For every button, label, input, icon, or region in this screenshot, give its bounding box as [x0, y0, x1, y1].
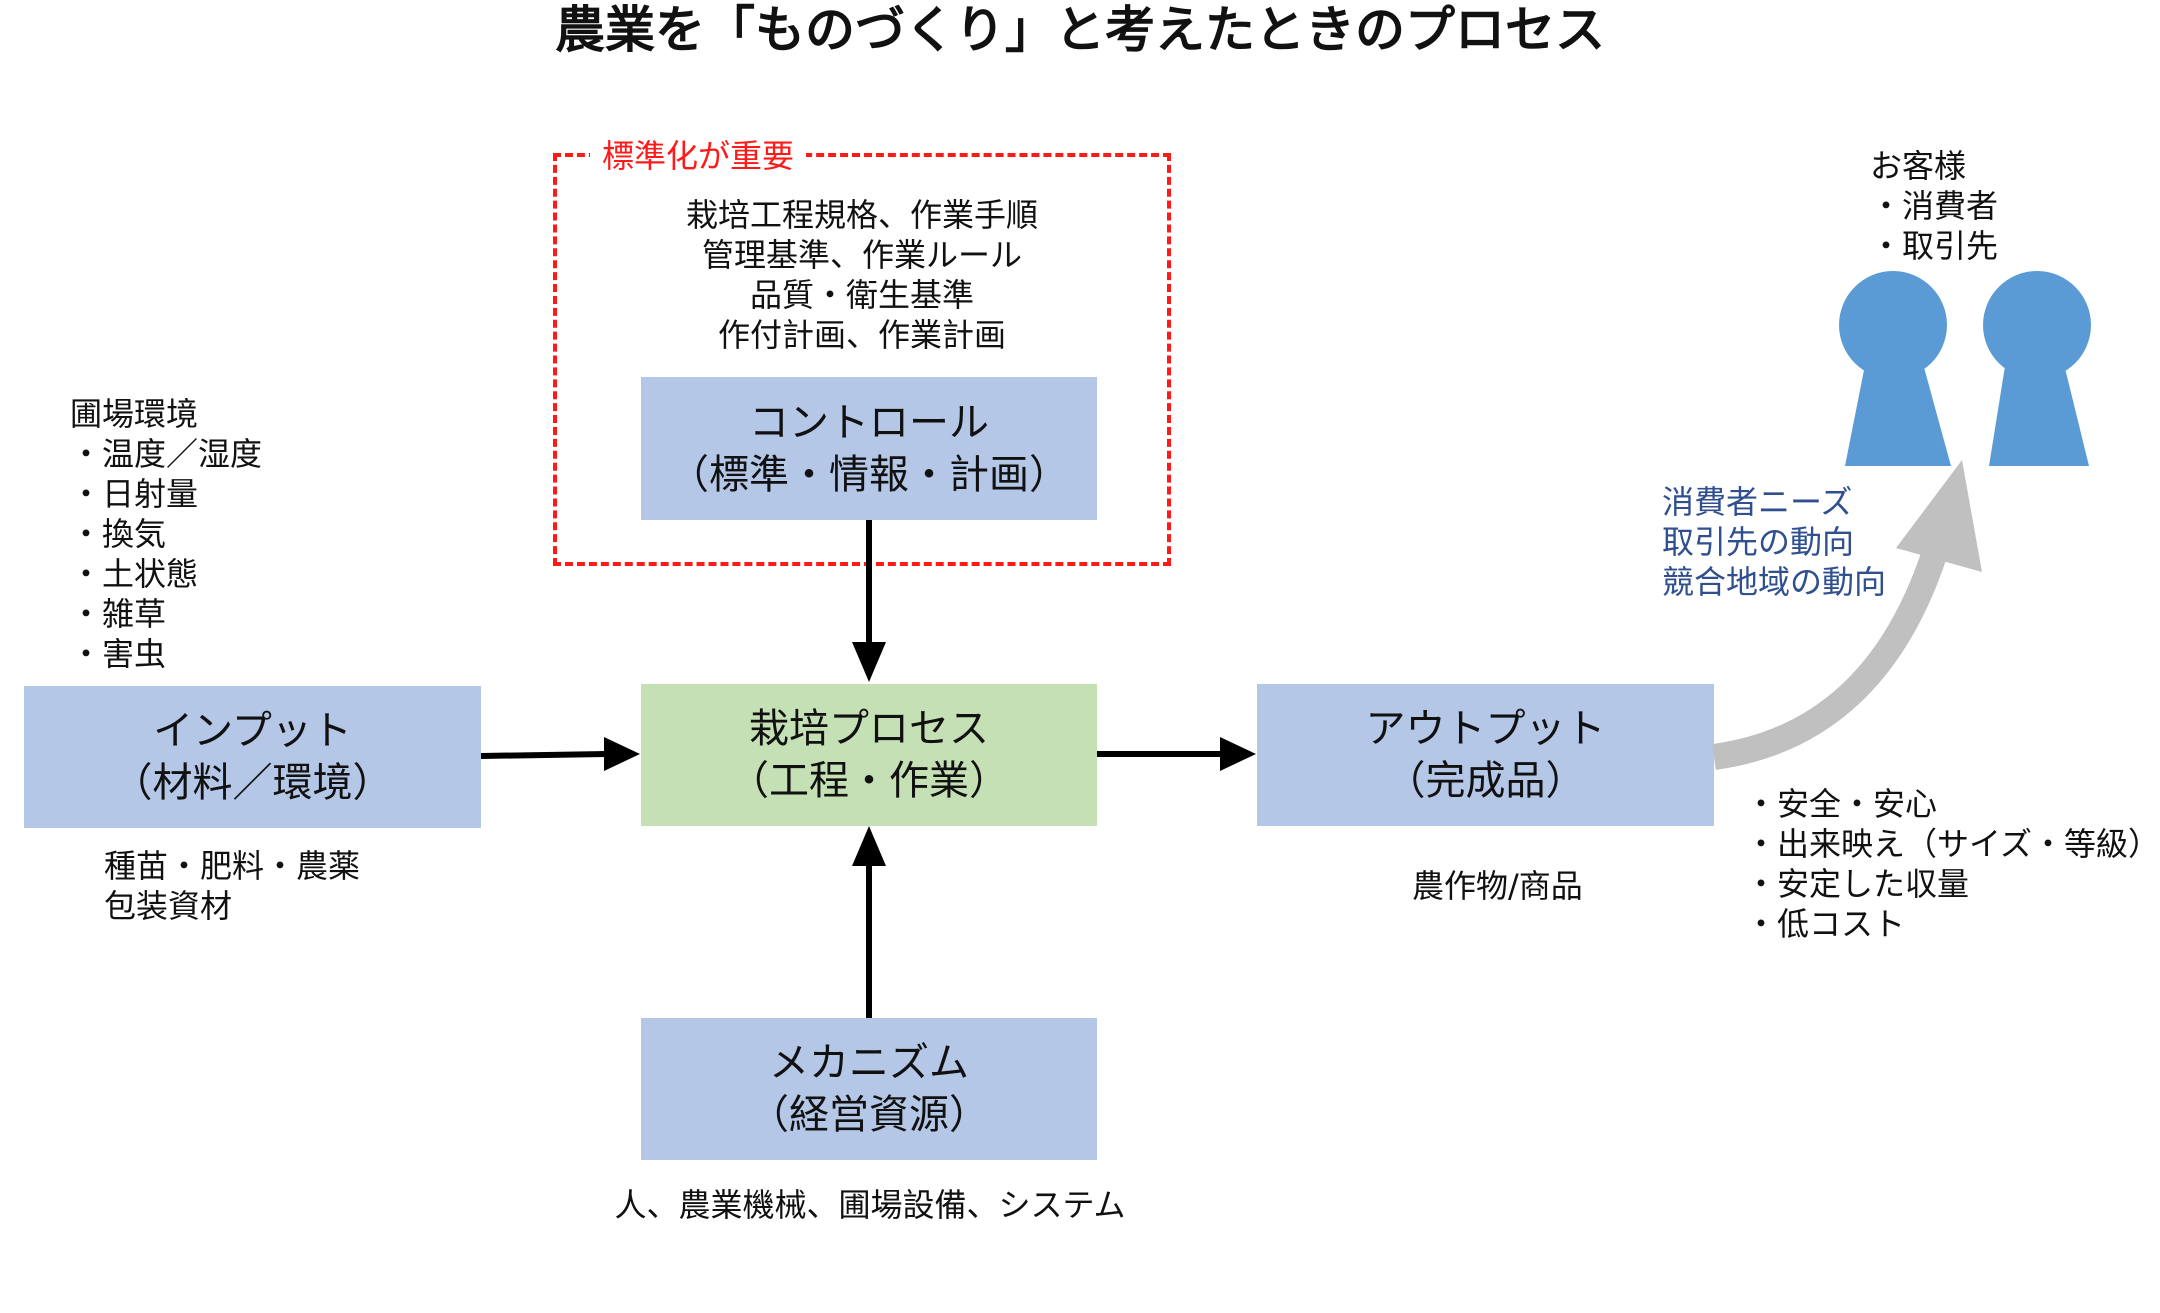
market-info: 消費者ニーズ 取引先の動向 競合地域の動向: [1662, 482, 1886, 602]
control-item: 管理基準、作業ルール: [701, 236, 1022, 274]
output-box: アウトプット （完成品）: [1257, 684, 1714, 826]
customer-person-icon: [1983, 271, 2091, 466]
field-environment-item: ・日射量: [70, 475, 199, 513]
field-environment-item: ・害虫: [70, 635, 167, 673]
control-item: 品質・衛生基準: [749, 276, 974, 314]
customer-person-icon: [1839, 271, 1951, 466]
output-box-title: アウトプット: [1365, 706, 1606, 752]
input-note: 種苗・肥料・農薬: [104, 847, 361, 885]
output-feature: ・安定した収量: [1745, 865, 1970, 903]
field-environment-item: ・雑草: [70, 595, 167, 633]
field-environment-item: ・換気: [70, 515, 167, 553]
page-title: 農業を「ものづくり」と考えたときのプロセス: [555, 1, 1605, 59]
customer-list: お客様 ・消費者 ・取引先: [1870, 146, 1998, 266]
mechanism-note: 人、農業機械、圃場設備、システム: [614, 1186, 1126, 1224]
market-info-item: 消費者ニーズ: [1662, 483, 1853, 521]
market-info-item: 競合地域の動向: [1662, 563, 1887, 601]
field-environment-list: 圃場環境 ・温度／湿度 ・日射量 ・換気 ・土状態 ・雑草 ・害虫: [70, 394, 262, 674]
output-features: ・安全・安心 ・出来映え（サイズ・等級） ・安定した収量 ・低コスト: [1745, 784, 2160, 944]
arrow-control-to-process: [852, 520, 886, 682]
arrow-input-to-process: [480, 737, 640, 771]
input-box: インプット （材料／環境）: [24, 686, 481, 828]
process-box-title: 栽培プロセス: [749, 706, 989, 752]
control-box: コントロール （標準・情報・計画）: [641, 377, 1097, 520]
customer-heading: お客様: [1870, 147, 1967, 185]
input-notes: 種苗・肥料・農薬 包装資材: [104, 846, 360, 926]
control-box-subtitle: （標準・情報・計画）: [669, 451, 1069, 498]
control-items: 栽培工程規格、作業手順 管理基準、作業ルール 品質・衛生基準 作付計画、作業計画: [553, 195, 1171, 355]
output-box-subtitle: （完成品）: [1385, 758, 1586, 804]
output-note: 農作物/商品: [1412, 867, 1583, 905]
input-box-title: インプット: [153, 708, 352, 754]
customer-item: ・消費者: [1870, 187, 1999, 225]
process-box-subtitle: （工程・作業）: [729, 758, 1009, 804]
standardization-frame: [553, 153, 1171, 566]
control-item: 作付計画、作業計画: [717, 316, 1006, 354]
control-box-title: コントロール: [749, 399, 989, 446]
cultivation-process-box: 栽培プロセス （工程・作業）: [641, 684, 1097, 826]
output-feature: ・安全・安心: [1745, 785, 1938, 823]
output-feature: ・出来映え（サイズ・等級）: [1745, 825, 2160, 863]
standardization-label: 標準化が重要: [590, 134, 807, 178]
mechanism-box-subtitle: （経営資源）: [749, 1092, 989, 1138]
field-environment-item: ・土状態: [70, 555, 199, 593]
arrow-process-to-output: [1097, 737, 1256, 771]
market-info-item: 取引先の動向: [1662, 523, 1855, 561]
output-feature: ・低コスト: [1745, 905, 1906, 943]
input-box-subtitle: （材料／環境）: [112, 760, 393, 806]
input-note: 包装資材: [104, 887, 233, 925]
mechanism-box: メカニズム （経営資源）: [641, 1018, 1097, 1160]
mechanism-box-title: メカニズム: [769, 1040, 969, 1086]
arrow-output-to-customers: [1712, 460, 1982, 770]
field-environment-heading: 圃場環境: [70, 395, 199, 433]
field-environment-item: ・温度／湿度: [70, 435, 263, 473]
customer-item: ・取引先: [1870, 227, 1999, 265]
arrow-mechanism-to-process: [852, 826, 886, 1018]
control-item: 栽培工程規格、作業手順: [685, 196, 1038, 234]
